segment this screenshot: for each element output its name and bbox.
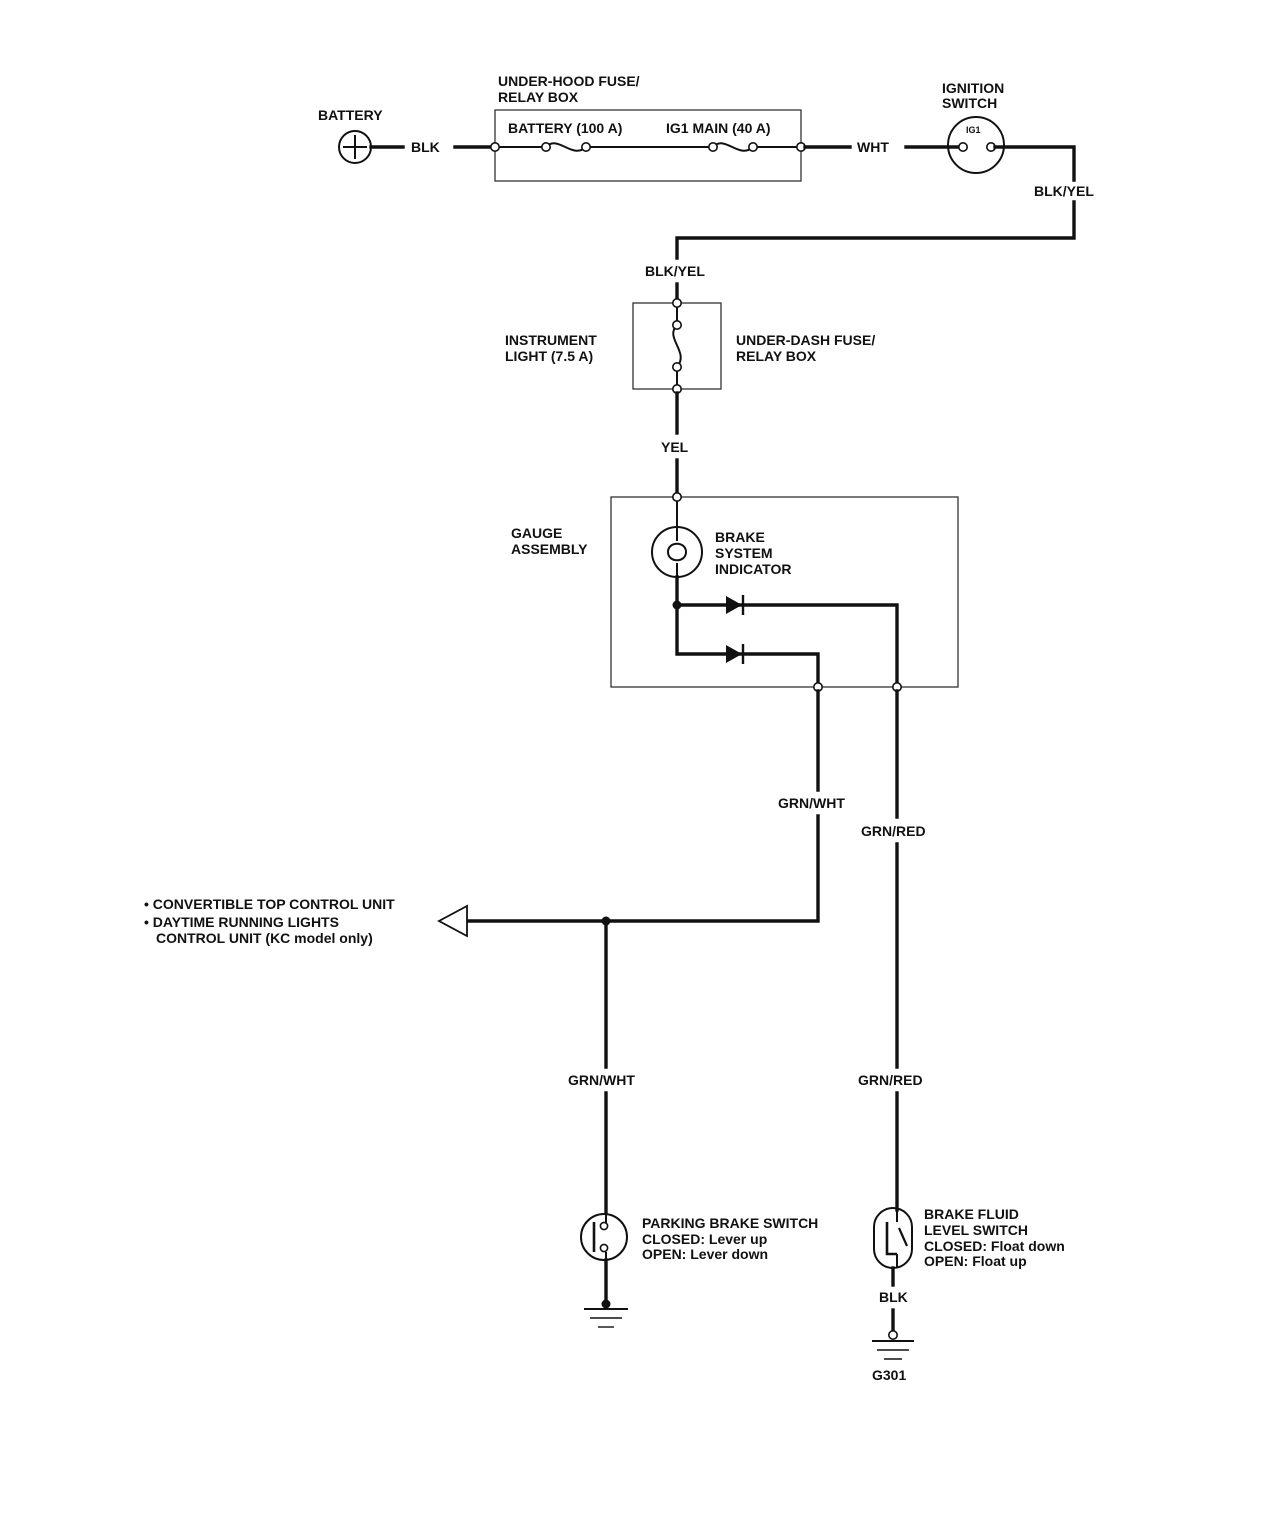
wire-label-blk-yel-1: BLK/YEL [1034, 183, 1094, 199]
brake-indicator-label-1: BRAKE [715, 529, 765, 545]
wire-blk-yel-ign-out [993, 145, 1076, 182]
output-label-1: • CONVERTIBLE TOP CONTROL UNIT [144, 896, 395, 912]
ground-label-g301: G301 [872, 1367, 906, 1383]
underhood-box-title-2: RELAY BOX [498, 89, 579, 105]
fuse-ig1-main-40a-symbol [707, 141, 758, 153]
wire-label-wht: WHT [857, 139, 889, 155]
brake-fluid-switch-label-2: LEVEL SWITCH [924, 1222, 1028, 1238]
parking-brake-switch-symbol [580, 1212, 628, 1261]
ground-symbol-g301 [872, 1330, 914, 1360]
underhood-terminal-in [489, 142, 500, 153]
wire-grn-wht-run [465, 814, 820, 923]
brake-fluid-switch-label-4: OPEN: Float up [924, 1253, 1027, 1269]
wire-label-blk: BLK [411, 139, 440, 155]
output-label-2: • DAYTIME RUNNING LIGHTS [144, 914, 339, 930]
wire-label-blk-yel-2: BLK/YEL [645, 263, 705, 279]
output-label-3: CONTROL UNIT (KC model only) [156, 930, 373, 946]
underhood-box-title-1: UNDER-HOOD FUSE/ [498, 73, 640, 89]
brake-indicator-label-2: SYSTEM [715, 545, 773, 561]
wire-blk-yel-run [675, 200, 1076, 260]
ground-symbol-parking-brake [584, 1299, 628, 1328]
wire-label-grn-red-2: GRN/RED [858, 1072, 923, 1088]
fuse-instrument-light-label-1: INSTRUMENT [505, 332, 597, 348]
gauge-assembly-label-1: GAUGE [511, 525, 562, 541]
brake-fluid-switch-label-1: BRAKE FLUID [924, 1206, 1019, 1222]
ignition-switch-label-2: SWITCH [942, 95, 997, 111]
fuse-ig1-main-40a-label: IG1 MAIN (40 A) [666, 120, 771, 136]
brake-system-indicator-bulb [651, 526, 703, 578]
ignition-terminal-ig1: IG1 [966, 125, 981, 135]
fuse-instrument-light-label-2: LIGHT (7.5 A) [505, 348, 593, 364]
fuse-instrument-light-symbol [671, 297, 683, 394]
wire-gauge-diode-lower [675, 603, 820, 689]
brake-fluid-level-switch-symbol [873, 1207, 913, 1269]
brake-fluid-switch-label-3: CLOSED: Float down [924, 1238, 1065, 1254]
parking-brake-switch-label-2: CLOSED: Lever up [642, 1231, 767, 1247]
wire-label-grn-red-1: GRN/RED [861, 823, 926, 839]
wire-label-grn-wht-1: GRN/WHT [778, 795, 845, 811]
wire-label-yel: YEL [661, 439, 689, 455]
wire-label-blk-ground: BLK [879, 1289, 908, 1305]
diode-lower [726, 644, 745, 664]
battery-label: BATTERY [318, 107, 383, 123]
brake-indicator-label-3: INDICATOR [715, 561, 791, 577]
gauge-terminal-in [671, 491, 682, 502]
battery-symbol [338, 130, 372, 164]
parking-brake-switch-label-1: PARKING BRAKE SWITCH [642, 1215, 818, 1231]
wire-gauge-diode-upper [675, 575, 899, 689]
parking-brake-switch-label-3: OPEN: Lever down [642, 1246, 768, 1262]
output-connector-arrow [437, 904, 468, 938]
wire-label-grn-wht-2: GRN/WHT [568, 1072, 635, 1088]
gauge-junction [672, 600, 682, 610]
gauge-assembly-box [610, 496, 959, 688]
gauge-assembly-label-2: ASSEMBLY [511, 541, 588, 557]
underdash-box-label-2: RELAY BOX [736, 348, 817, 364]
fuse-battery-100a-symbol [540, 141, 591, 153]
ignition-switch-symbol [947, 116, 1005, 174]
ignition-switch-label-1: IGNITION [942, 80, 1004, 96]
diode-upper [726, 595, 745, 615]
fuse-battery-100a-label: BATTERY (100 A) [508, 120, 622, 136]
underdash-box-label-1: UNDER-DASH FUSE/ [736, 332, 875, 348]
